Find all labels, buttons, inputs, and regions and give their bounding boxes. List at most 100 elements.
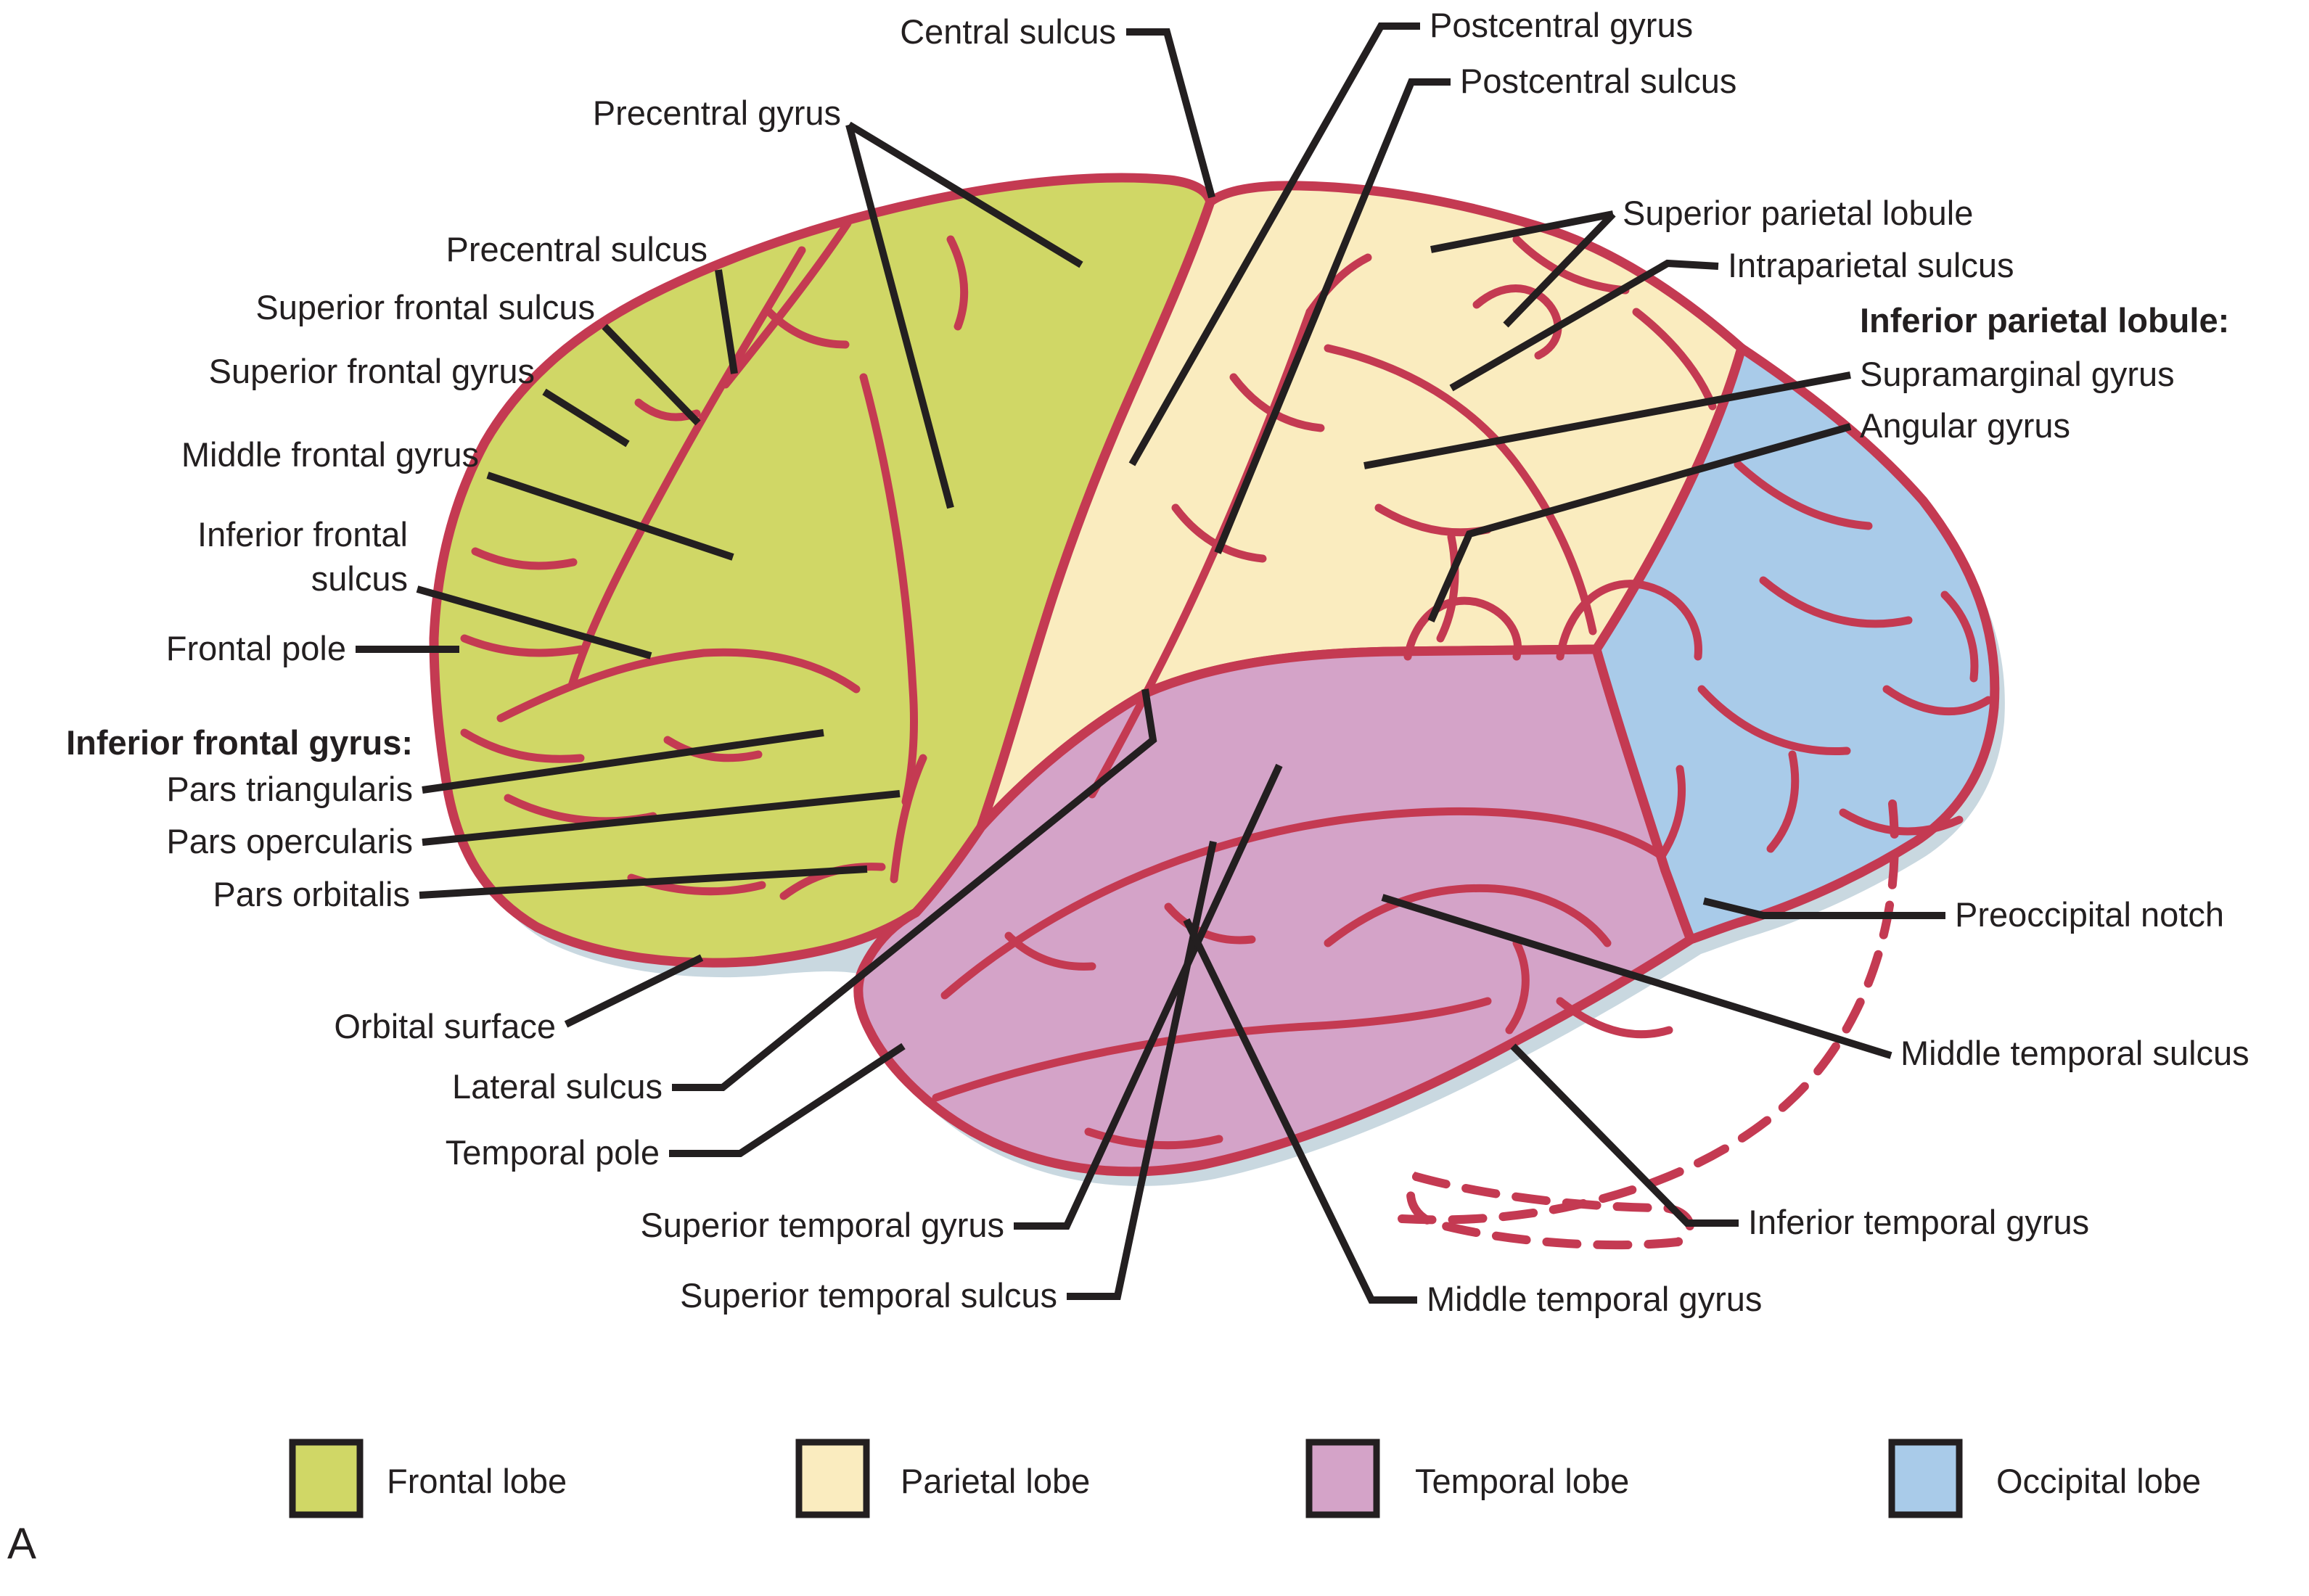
leader-supramarginal-gyrus <box>1363 371 1851 469</box>
label-inferior-temporal-gyrus: Inferior temporal gyrus <box>1748 1203 2089 1241</box>
temporal-branch-4 <box>1084 1127 1223 1150</box>
legend-item-parietal: Parietal lobe <box>795 1439 1090 1518</box>
leader-precentral-sulcus <box>715 269 738 374</box>
label-supramarginal-gyrus: Supramarginal gyrus <box>1860 355 2175 393</box>
legend-swatch-parietal <box>795 1439 870 1518</box>
label-pars-triangularis: Pars triangularis <box>166 770 413 808</box>
label-superior-parietal-lobule: Superior parietal lobule <box>1623 194 1973 232</box>
label-middle-temporal-gyrus: Middle temporal gyrus <box>1427 1280 1762 1318</box>
cerebellum-dashed-outline <box>1398 799 1899 1225</box>
leader-superior-frontal-sulcus <box>602 324 701 426</box>
label-angular-gyrus: Angular gyrus <box>1860 406 2070 445</box>
label-inferior-frontal-sulcus-line1: Inferior frontal <box>197 515 408 554</box>
legend-swatch-frontal <box>289 1439 364 1518</box>
superior-temporal-sulcus-line <box>940 807 1666 1000</box>
leader-intraparietal-sulcus <box>1449 259 1719 392</box>
figure-letter: A <box>7 1519 36 1568</box>
leader-preoccipital-notch <box>1702 897 1945 919</box>
precentral-sulcus-lower-line <box>859 373 919 806</box>
superior-frontal-sulcus-line <box>567 246 806 690</box>
temporal-branch-3 <box>1505 939 1530 1034</box>
label-precentral-sulcus: Precentral sulcus <box>446 230 708 268</box>
brainstem-dashed-outline <box>1406 1172 1694 1250</box>
frontal-branch-3 <box>471 547 578 570</box>
label-pars-orbitalis: Pars orbitalis <box>213 875 410 913</box>
label-superior-temporal-sulcus: Superior temporal sulcus <box>680 1276 1057 1315</box>
legend-label-parietal: Parietal lobe <box>901 1462 1090 1500</box>
label-frontal-pole: Frontal pole <box>166 629 346 667</box>
occipital-branch-1 <box>1734 460 1873 530</box>
frontal-branch-8 <box>663 736 763 762</box>
parietal-branch-6 <box>1171 503 1267 563</box>
leader-postcentral-gyrus <box>1128 22 1420 466</box>
frontal-branch-5 <box>460 728 585 763</box>
leader-superior-parietal-lobule-1 <box>1430 210 1614 253</box>
legend-swatch-occipital <box>1888 1439 1963 1518</box>
occipital-branch-4 <box>1766 750 1800 853</box>
label-inferior-frontal-gyrus-heading: Inferior frontal gyrus: <box>66 723 413 762</box>
temporal-branch-1 <box>1004 931 1096 971</box>
leader-inferior-frontal-sulcus <box>416 585 652 659</box>
label-intraparietal-sulcus: Intraparietal sulcus <box>1728 246 2014 284</box>
sulci-lines <box>460 219 1993 1250</box>
legend-label-frontal: Frontal lobe <box>387 1462 567 1500</box>
middle-temporal-sulcus-post <box>1324 884 1612 947</box>
parietal-branch-2 <box>1512 235 1630 295</box>
temporal-branch-5 <box>1556 997 1673 1039</box>
occipital-branch-3 <box>1697 685 1851 756</box>
leader-lateral-sulcus <box>672 688 1157 1091</box>
legend-label-occipital: Occipital lobe <box>1996 1462 2201 1500</box>
ascending-ramus-line <box>890 754 927 884</box>
postcentral-sulcus-fork <box>1305 253 1372 316</box>
leader-precentral-gyrus-1 <box>847 121 1083 268</box>
leader-middle-temporal-gyrus <box>1183 918 1417 1304</box>
parietal-branch-5 <box>1436 532 1459 643</box>
leader-postcentral-sulcus <box>1214 78 1451 554</box>
label-middle-frontal-gyrus: Middle frontal gyrus <box>181 435 479 474</box>
leader-pars-triangularis <box>422 729 824 794</box>
legend-item-frontal: Frontal lobe <box>289 1439 567 1518</box>
label-superior-frontal-sulcus: Superior frontal sulcus <box>255 288 595 326</box>
supramarginal-horseshoe <box>1556 580 1702 661</box>
label-temporal-pole: Temporal pole <box>446 1133 660 1172</box>
temporal-branch-2 <box>1164 902 1256 945</box>
label-lateral-sulcus: Lateral sulcus <box>452 1067 663 1106</box>
superior-temporal-sulcus-hook <box>1657 765 1686 860</box>
legend: Frontal lobe Parietal lobe Temporal lobe… <box>289 1439 2201 1518</box>
parietal-branch-1 <box>1632 308 1717 411</box>
leader-superior-parietal-lobule-2 <box>1503 211 1616 328</box>
leader-middle-frontal-gyrus <box>486 472 734 561</box>
occipital-branch-5 <box>1882 685 1993 716</box>
label-central-sulcus: Central sulcus <box>900 12 1116 51</box>
middle-temporal-sulcus-ant <box>932 997 1492 1102</box>
legend-item-occipital: Occipital lobe <box>1888 1439 2201 1518</box>
leader-superior-frontal-gyrus <box>542 388 630 448</box>
label-pars-opercularis: Pars opercularis <box>166 822 413 860</box>
label-postcentral-sulcus: Postcentral sulcus <box>1460 62 1736 100</box>
label-superior-temporal-gyrus: Superior temporal gyrus <box>640 1206 1004 1244</box>
temporal-lobe-region <box>853 644 1696 1177</box>
angular-horseshoe <box>1403 596 1522 661</box>
label-postcentral-gyrus: Postcentral gyrus <box>1430 6 1693 44</box>
label-inferior-parietal-lobule-heading: Inferior parietal lobule: <box>1860 301 2229 340</box>
inferior-frontal-sulcus-line <box>496 648 861 723</box>
leader-inferior-temporal-gyrus <box>1510 1043 1739 1227</box>
label-superior-frontal-gyrus: Superior frontal gyrus <box>209 352 535 390</box>
label-preoccipital-notch: Preoccipital notch <box>1955 895 2224 934</box>
leader-angular-gyrus <box>1427 423 1852 623</box>
labels: Central sulcus Precentral gyrus Precentr… <box>66 6 2249 1318</box>
leader-middle-temporal-sulcus <box>1381 894 1892 1059</box>
occipital-branch-7 <box>1940 591 1979 683</box>
legend-swatch-temporal <box>1305 1439 1380 1518</box>
intraparietal-sulcus-line <box>1324 344 1597 635</box>
label-orbital-surface: Orbital surface <box>334 1007 556 1045</box>
precentral-sulcus-upper-line <box>721 219 852 389</box>
leader-pars-orbitalis <box>419 865 868 899</box>
leader-pars-opercularis <box>422 790 901 846</box>
leader-precentral-gyrus-2 <box>845 123 954 509</box>
legend-item-temporal: Temporal lobe <box>1305 1439 1629 1518</box>
occipital-branch-6 <box>1839 808 1964 836</box>
leader-lines <box>356 22 1945 1304</box>
